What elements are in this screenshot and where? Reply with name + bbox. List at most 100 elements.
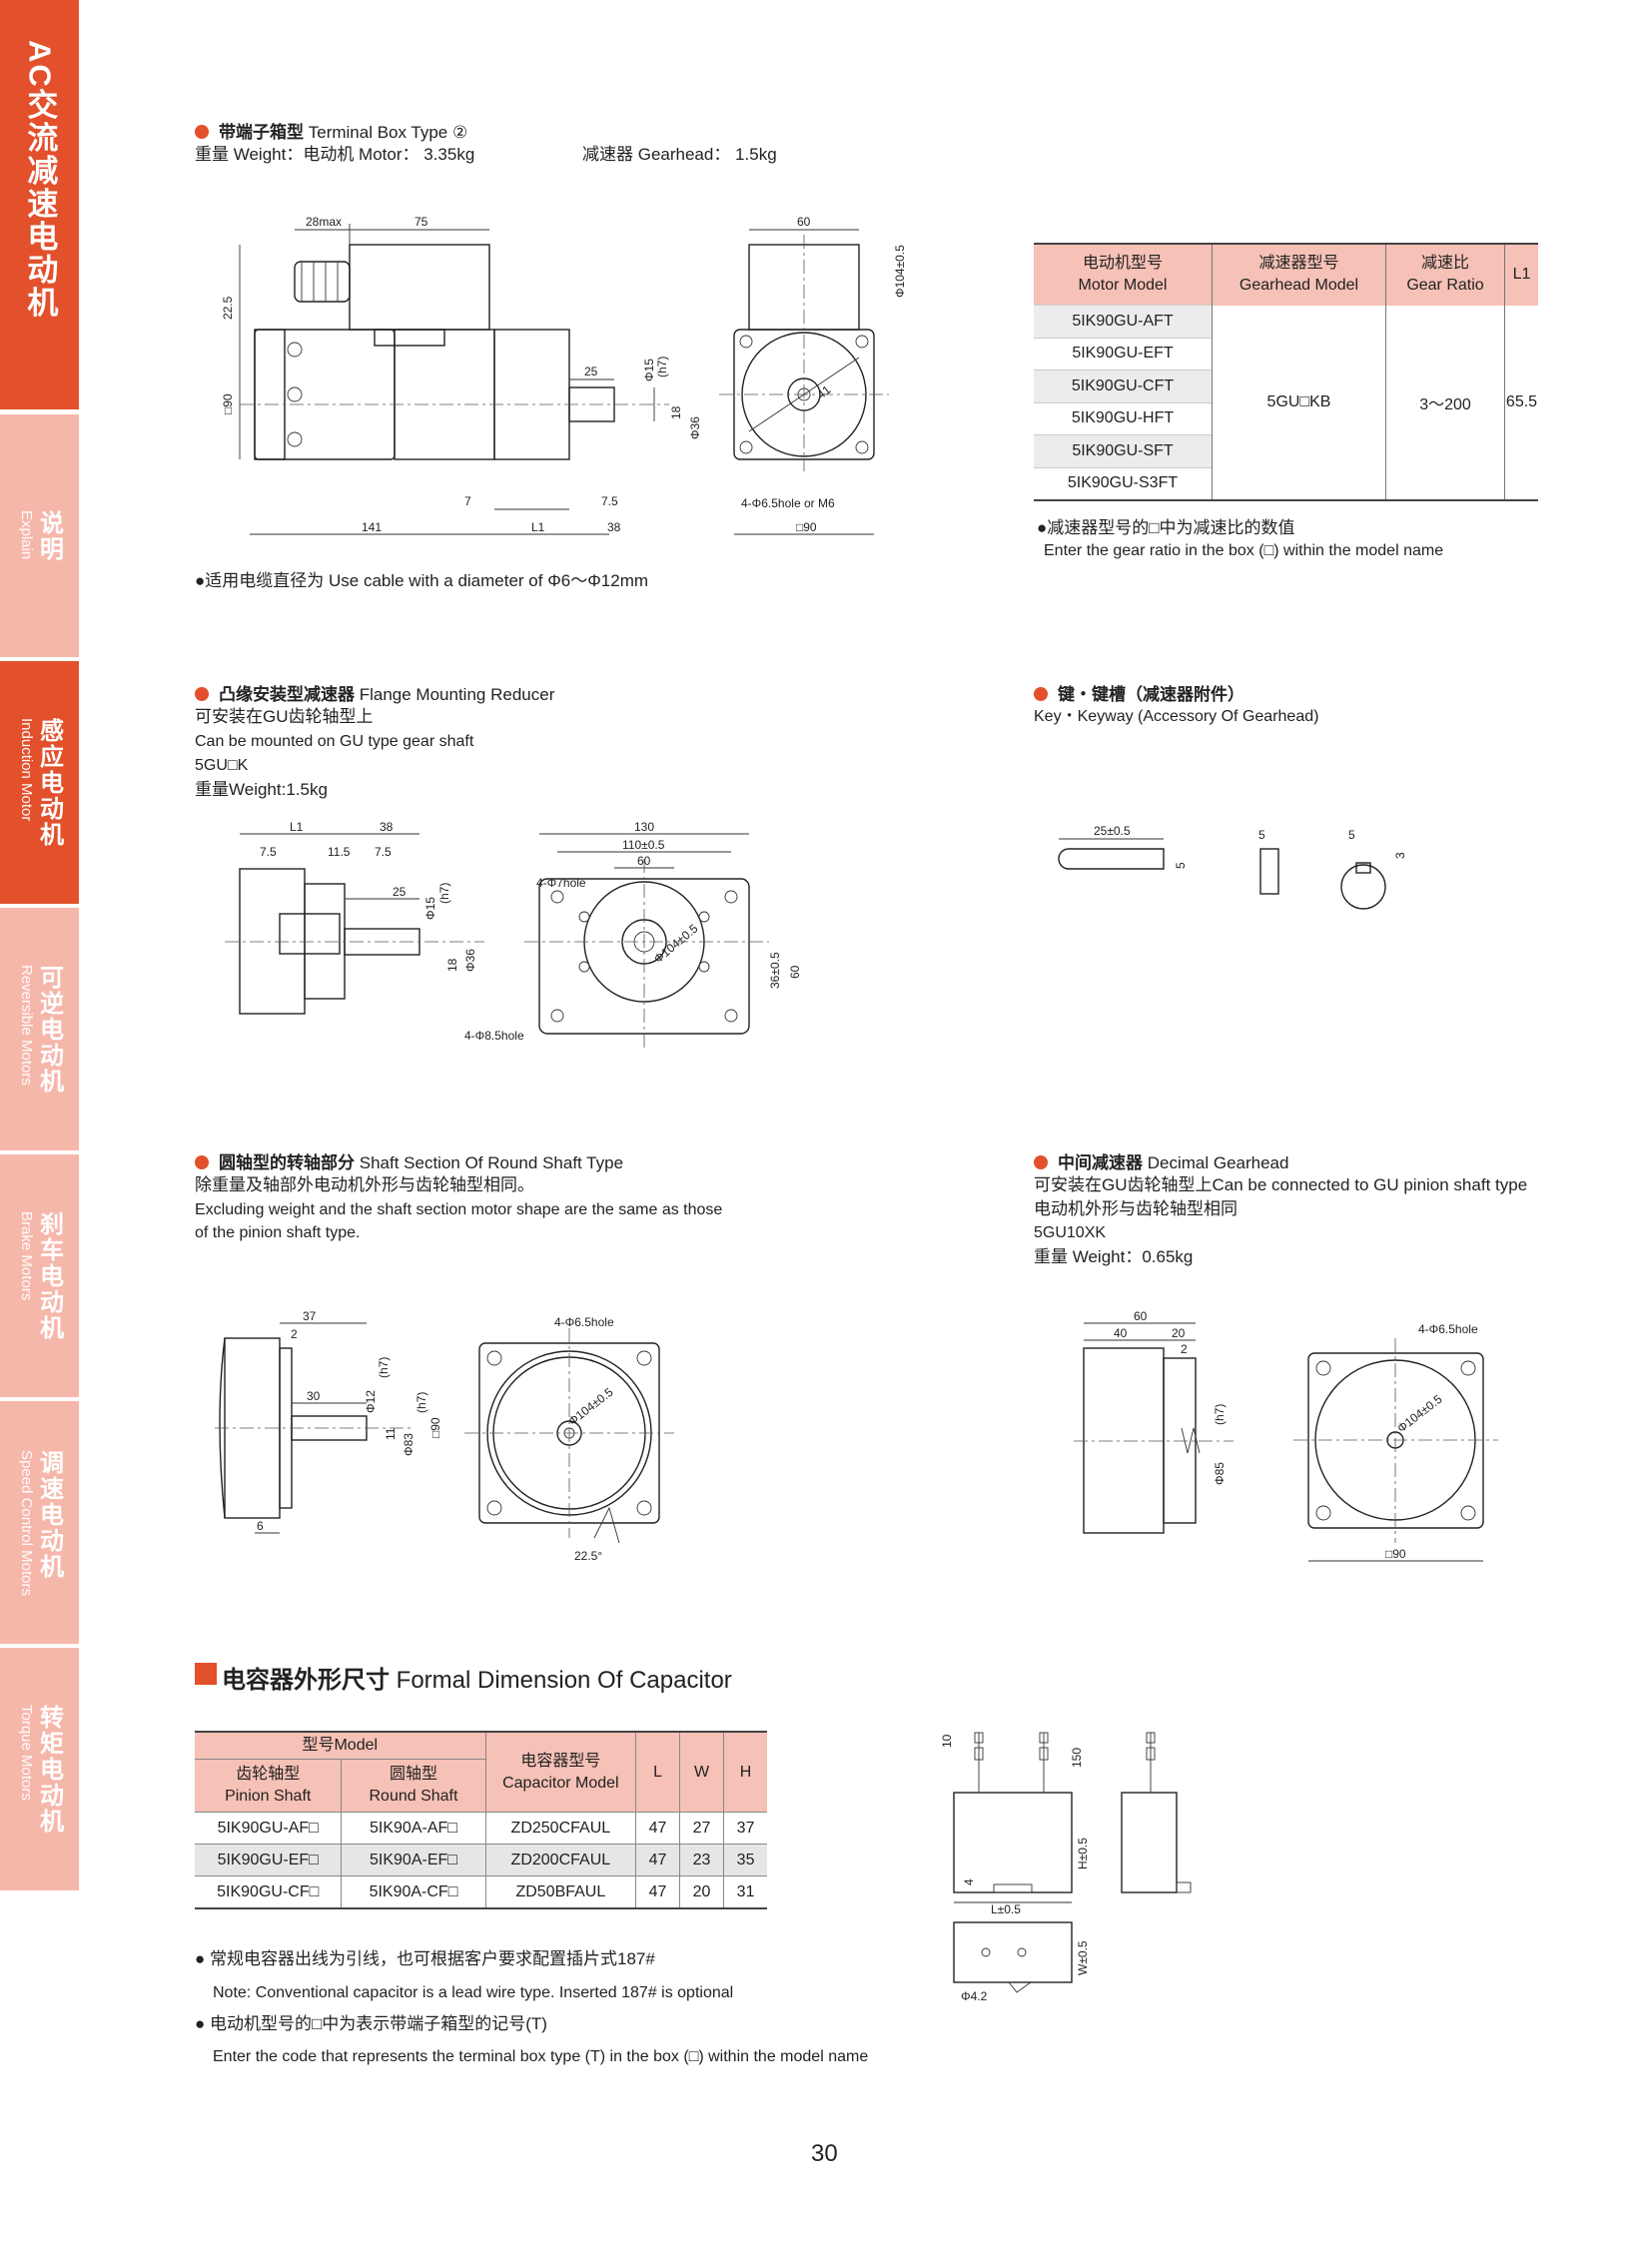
screw-icon xyxy=(287,386,303,402)
hole-icon xyxy=(1315,1505,1331,1521)
dim-label: □90 xyxy=(428,1417,442,1438)
hole-icon xyxy=(636,1350,652,1366)
header-en: Pinion Shaft xyxy=(225,1788,312,1805)
title-zh: 带端子箱型 xyxy=(219,123,304,142)
dim-label: Φ104±0.5 xyxy=(651,921,701,966)
decimal-line: 可安装在GU齿轮轴型上Can be connected to GU pinion… xyxy=(1034,1175,1528,1194)
dim-label: 11 xyxy=(384,1427,398,1440)
table-cell: 31 xyxy=(723,1875,767,1908)
capacitor-title: 电容器外形尺寸 Formal Dimension Of Capacitor xyxy=(222,1660,732,1695)
sidebar-item-label: 说明 xyxy=(35,509,63,562)
bullet-dot-icon xyxy=(195,1155,209,1169)
title-zh: 中间减速器 xyxy=(1058,1153,1143,1172)
table-header: 型号Model xyxy=(195,1732,486,1760)
hole-icon xyxy=(855,335,869,349)
model-note-zh: ●减速器型号的□中为减速比的数值 xyxy=(1037,518,1295,537)
dim-label: 28max xyxy=(306,215,342,229)
dim-label: 4-Φ8.5hole xyxy=(464,1029,524,1043)
bullet-dot-icon xyxy=(195,687,209,701)
sidebar-item-sublabel: Brake Motors xyxy=(17,1210,35,1300)
table-cell-ratio: 3～200 xyxy=(1385,305,1505,500)
round-shaft-title: 圆轴型的转轴部分 Shaft Section Of Round Shaft Ty… xyxy=(195,1148,623,1173)
dim-label: L1 xyxy=(290,820,304,834)
flange-drawing: L1 38 7.5 11.5 7.5 25 Φ15 (h7) 18 Φ36 13… xyxy=(225,820,802,1049)
round-shaft-line: of the pinion shaft type. xyxy=(195,1224,361,1241)
title-en: Decimal Gearhead xyxy=(1147,1153,1289,1172)
dim-label: 7 xyxy=(464,494,471,508)
title-en: Formal Dimension Of Capacitor xyxy=(396,1667,732,1694)
dim-label: 37 xyxy=(303,1309,317,1323)
table-cell-model: 5IK90GU-SFT xyxy=(1034,434,1213,467)
keyway-shaft xyxy=(1340,864,1386,910)
capacitor-note: ● 电动机型号的□中为表示带端子箱型的记号(T) xyxy=(195,2014,547,2033)
terminal-box-drawing: 28max 75 22.5 □90 25 Φ15 (h7) 18 Φ36 7 7… xyxy=(221,215,907,535)
sidebar-item-sublabel: Speed Control Motors xyxy=(17,1449,35,1596)
table-cell: 5IK90A-CF□ xyxy=(341,1875,486,1908)
sidebar-item-sublabel: Induction Motor xyxy=(17,717,35,821)
table-header: W xyxy=(678,1732,724,1813)
flange-line: 重量Weight:1.5kg xyxy=(195,780,328,799)
table-cell: 23 xyxy=(678,1844,724,1876)
dim-label: (h7) xyxy=(437,883,451,904)
mount-ear xyxy=(1008,1981,1032,1993)
dim-label: 141 xyxy=(362,520,382,534)
sidebar-item-label: 可逆电动机 xyxy=(35,964,63,1095)
dim-label: 60 xyxy=(797,215,811,229)
dim-label: □90 xyxy=(1385,1547,1406,1561)
key-end xyxy=(1259,848,1279,895)
terminal-box-base xyxy=(374,329,445,347)
dim-label: Φ15 xyxy=(642,359,656,381)
dim-label: Φ36 xyxy=(463,949,477,972)
decimal-line: 5GU10XK xyxy=(1034,1224,1107,1241)
dim-label: 5 xyxy=(1174,862,1188,869)
table-header: H xyxy=(723,1732,767,1813)
dim-label: 7.5 xyxy=(601,494,618,508)
sidebar-item-label: 转矩电动机 xyxy=(35,1704,63,1835)
hole-icon xyxy=(578,961,590,973)
header-en: Motor Model xyxy=(1078,277,1168,294)
dim-label: W±0.5 xyxy=(1076,1940,1090,1975)
dim-label: 150 xyxy=(1070,1748,1084,1768)
dim-label: 7.5 xyxy=(375,845,392,859)
dim-label: (h7) xyxy=(414,1392,428,1413)
dim-label: 5 xyxy=(1348,828,1355,842)
motor-rear-cap xyxy=(254,329,286,460)
dim-label: 75 xyxy=(414,215,428,229)
decimal-title: 中间减速器 Decimal Gearhead xyxy=(1034,1148,1288,1173)
dim-label: 4 xyxy=(962,1878,976,1885)
hole-icon xyxy=(724,890,738,904)
motor-rear-body xyxy=(254,329,396,460)
dim-label: 11.5 xyxy=(328,845,351,859)
terminal-icon xyxy=(1017,1947,1027,1957)
cable-gland xyxy=(294,261,351,303)
table-cell: 47 xyxy=(635,1844,680,1876)
key-title-en: Key・Keyway (Accessory Of Gearhead) xyxy=(1034,708,1319,725)
sidebar-main-tab[interactable]: AC交流减速电动机 xyxy=(0,0,79,409)
decimal-body xyxy=(1083,1347,1165,1534)
hole-icon xyxy=(739,335,753,349)
dim-label: 5 xyxy=(1258,828,1265,842)
dim-label: 30 xyxy=(307,1389,321,1403)
dim-label: 22.5 xyxy=(221,296,235,320)
hole-icon xyxy=(739,440,753,454)
break-line xyxy=(219,1337,226,1519)
round-shaft-line: Excluding weight and the shaft section m… xyxy=(195,1201,723,1218)
table-cell: 5IK90GU-AF□ xyxy=(195,1812,342,1845)
dim-label: 7.5 xyxy=(260,845,277,859)
table-cell: 5IK90A-AF□ xyxy=(341,1812,486,1845)
model-note-en: Enter the gear ratio in the box (□) with… xyxy=(1044,542,1444,559)
table-cell: 5IK90A-EF□ xyxy=(341,1844,486,1876)
sidebar-item-sublabel: Explain xyxy=(17,509,35,559)
dim-label: 4-Φ6.5hole xyxy=(554,1315,614,1329)
table-cell: 47 xyxy=(635,1812,680,1845)
decimal-line: 重量 Weight：0.65kg xyxy=(1034,1247,1194,1266)
